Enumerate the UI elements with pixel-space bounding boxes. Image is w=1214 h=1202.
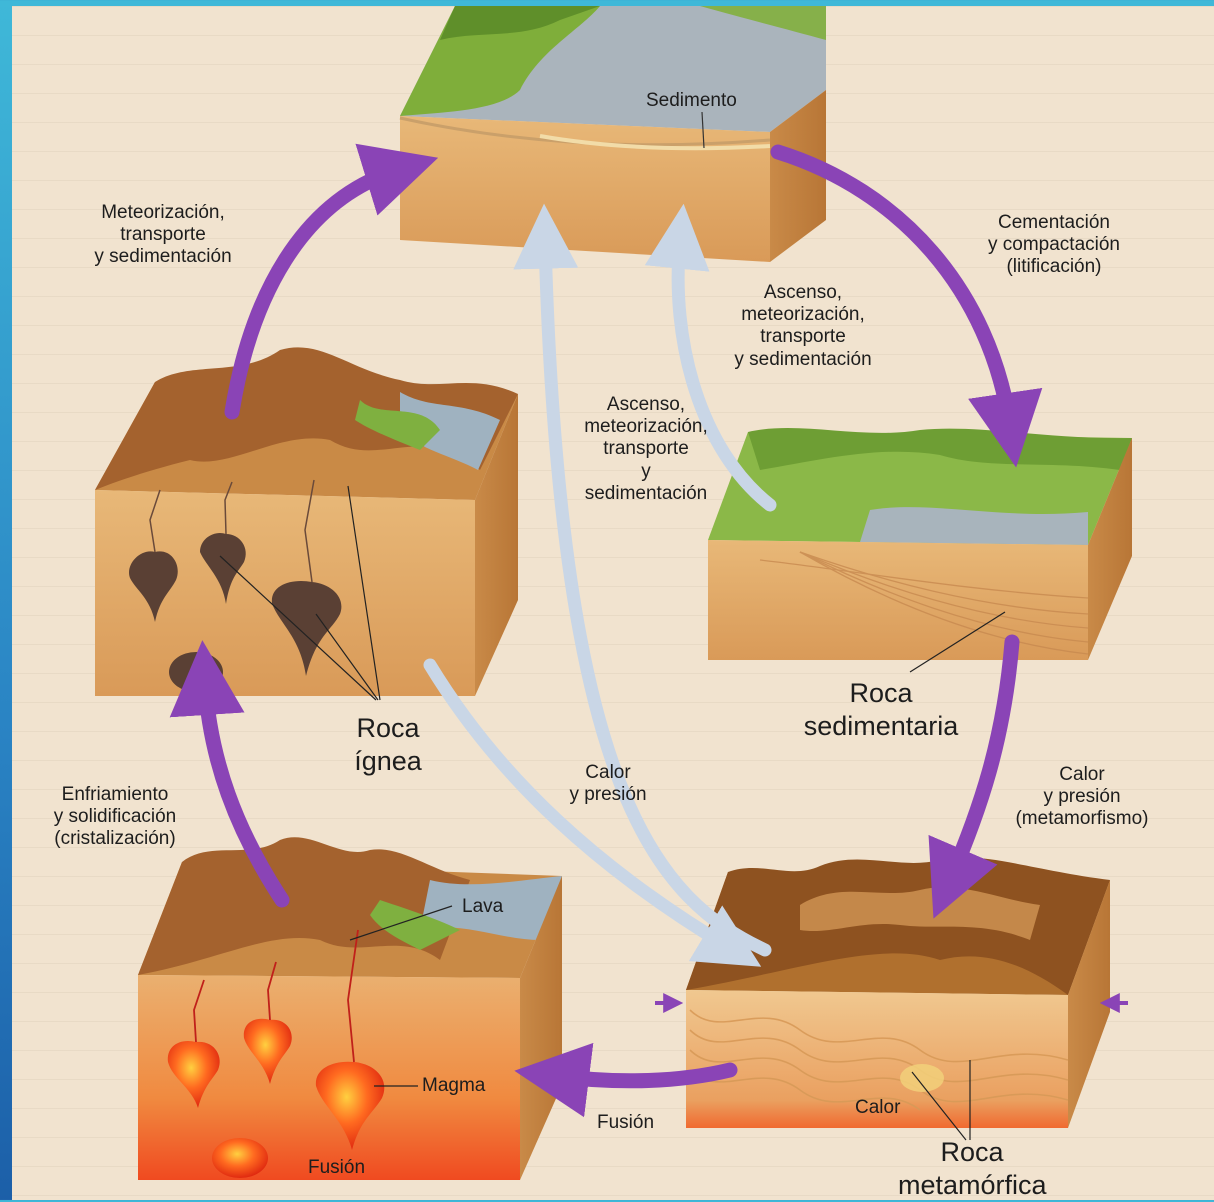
igneous-rock-label: Rocaígnea (336, 712, 440, 778)
magma-label: Magma (422, 1075, 485, 1097)
cementation-label: Cementacióny compactación(litificación) (966, 212, 1142, 279)
sediment-block (400, 6, 826, 262)
metamorphic-rock-label: Rocametamórfica (898, 1136, 1046, 1202)
uplift-right-label: Ascenso,meteorización,transportey sedime… (712, 282, 894, 371)
heat-pressure-right-label: Calory presión(metamorfismo) (992, 764, 1172, 831)
sedimentary-block (708, 428, 1132, 660)
heat-pressure-center-label: Calory presión (552, 762, 664, 806)
magma-block (138, 837, 562, 1180)
lava-label: Lava (462, 896, 503, 918)
uplift-center-label: Ascenso,meteorización,transporteysedimen… (568, 394, 724, 505)
igneous-block (95, 347, 518, 696)
weathering-left-label: Meteorización,transportey sedimentación (74, 202, 252, 269)
heat-label: Calor (855, 1097, 900, 1119)
fusion-inner-label: Fusión (308, 1157, 365, 1179)
cooling-label: Enfriamientoy solidificación(cristalizac… (28, 784, 202, 851)
arrow-melting (556, 1070, 730, 1081)
melting-label: Fusión (597, 1112, 654, 1134)
sediment-label: Sedimento (646, 90, 737, 112)
sedimentary-rock-label: Rocasedimentaria (796, 677, 966, 743)
metamorphic-block (686, 857, 1110, 1128)
